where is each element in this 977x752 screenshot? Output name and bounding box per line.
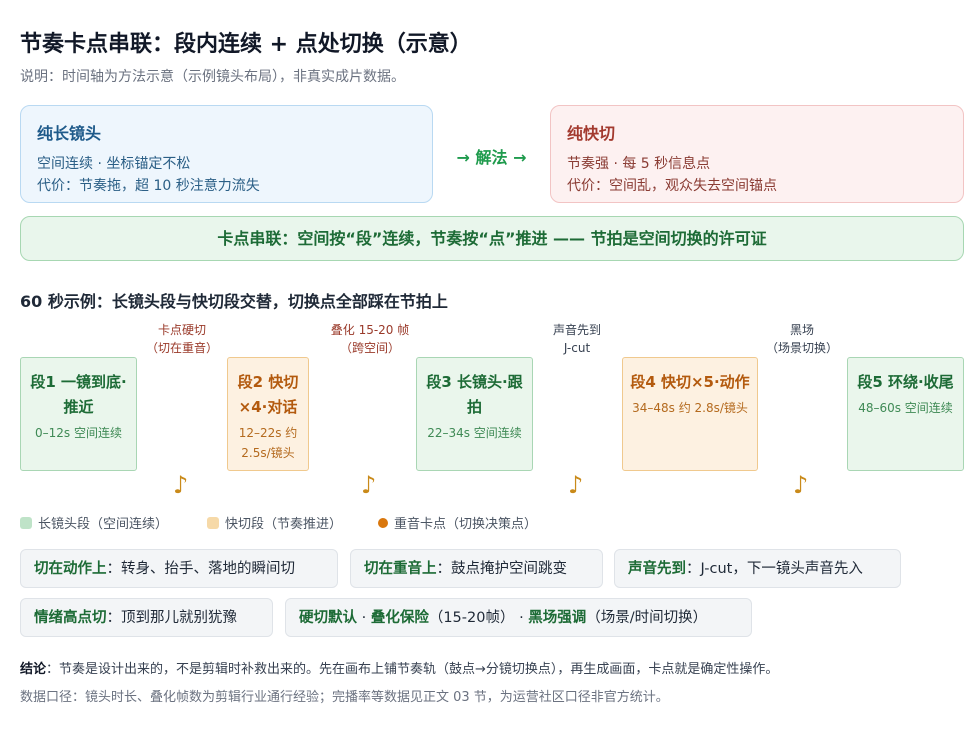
conclusion: 结论：节奏是设计出来的，不是剪辑时补救出来的。先在画布上铺节奏轨（鼓点→分镜切换… xyxy=(20,662,779,677)
tip-emotion-peak: 情绪高点切：顶到那儿就别犹豫 xyxy=(20,598,273,637)
beat-note-icon: ♪ xyxy=(173,471,189,499)
timeline-segment-3: 段3 长镜头·跟拍 22–34s 空间连续 xyxy=(416,357,533,471)
legend-long: 长镜头段（空间连续） xyxy=(20,513,168,532)
long-take-card-pro: 空间连续 · 坐标锚定不松 xyxy=(37,156,191,172)
tip-sound-first: 声音先到：J-cut，下一镜头声音先入 xyxy=(614,549,901,588)
page-title: 节奏卡点串联：段内连续 + 点处切换（示意） xyxy=(20,32,472,57)
segment-title: 段3 长镜头·跟拍 xyxy=(426,373,523,416)
segment-time: 0–12s 空间连续 xyxy=(35,426,122,440)
segment-time: 34–48s 约 2.8s/镜头 xyxy=(632,401,748,415)
timeline-segment-1: 段1 一镜到底·推近 0–12s 空间连续 xyxy=(20,357,137,471)
transition-label-1: 卡点硬切 （切在重音） xyxy=(145,323,218,355)
tip-cut-on-accent: 切在重音上：鼓点掩护空间跳变 xyxy=(350,549,603,588)
fast-cut-card-cost: 代价：空间乱，观众失去空间锚点 xyxy=(567,178,777,194)
transition-label-4: 黑场 （场景切换） xyxy=(765,323,838,355)
legend-fast-swatch xyxy=(207,516,219,529)
fast-cut-card-pro: 节奏强 · 每 5 秒信息点 xyxy=(567,156,711,172)
legend-long-swatch xyxy=(20,516,32,529)
data-note: 数据口径：镜头时长、叠化帧数为剪辑行业通行经验；完播率等数据见正文 03 节，为… xyxy=(20,690,669,705)
legend-fast: 快切段（节奏推进） xyxy=(207,513,342,532)
legend-beat: 重音卡点（切换决策点） xyxy=(378,513,537,532)
fast-cut-card: 纯快切 节奏强 · 每 5 秒信息点 代价：空间乱，观众失去空间锚点 xyxy=(550,105,964,203)
timeline-segment-5: 段5 环绕·收尾 48–60s 空间连续 xyxy=(847,357,964,471)
segment-time: 12–22s 约 2.5s/镜头 xyxy=(238,426,298,460)
segment-title: 段1 一镜到底·推近 xyxy=(30,373,127,416)
tip-transition-defaults: 硬切默认 · 叠化保险（15-20帧） · 黑场强调（场景/时间切换） xyxy=(285,598,752,637)
timeline-title: 60 秒示例：长镜头段与快切段交替，切换点全部踩在节拍上 xyxy=(20,292,448,311)
long-take-card: 纯长镜头 空间连续 · 坐标锚定不松 代价：节奏拖，超 10 秒注意力流失 xyxy=(20,105,433,203)
transition-label-2: 叠化 15-20 帧 （跨空间） xyxy=(330,323,410,355)
fast-cut-card-title: 纯快切 xyxy=(567,124,616,143)
segment-title: 段5 环绕·收尾 xyxy=(857,373,954,391)
segment-time: 48–60s 空间连续 xyxy=(858,401,953,415)
timeline-segment-2: 段2 快切×4·对话 12–22s 约 2.5s/镜头 xyxy=(227,357,309,471)
long-take-card-cost: 代价：节奏拖，超 10 秒注意力流失 xyxy=(37,178,260,194)
principle-banner: 卡点串联：空间按“段”连续，节奏按“点”推进 —— 节拍是空间切换的许可证 xyxy=(20,216,964,261)
tip-cut-on-action: 切在动作上：转身、抬手、落地的瞬间切 xyxy=(20,549,338,588)
solution-arrow: → 解法 → xyxy=(456,148,527,167)
page-subtitle: 说明：时间轴为方法示意（示例镜头布局），非真实成片数据。 xyxy=(20,69,405,85)
segment-title: 段2 快切×4·对话 xyxy=(237,373,299,416)
beat-note-icon: ♪ xyxy=(361,471,377,499)
segment-title: 段4 快切×5·动作 xyxy=(630,373,750,391)
legend-beat-dot xyxy=(378,517,388,528)
beat-note-icon: ♪ xyxy=(793,471,809,499)
beat-note-icon: ♪ xyxy=(568,471,584,499)
timeline-segment-4: 段4 快切×5·动作 34–48s 约 2.8s/镜头 xyxy=(622,357,758,471)
long-take-card-title: 纯长镜头 xyxy=(37,124,102,143)
transition-label-3: 声音先到 J-cut xyxy=(552,323,601,355)
segment-time: 22–34s 空间连续 xyxy=(427,426,522,440)
